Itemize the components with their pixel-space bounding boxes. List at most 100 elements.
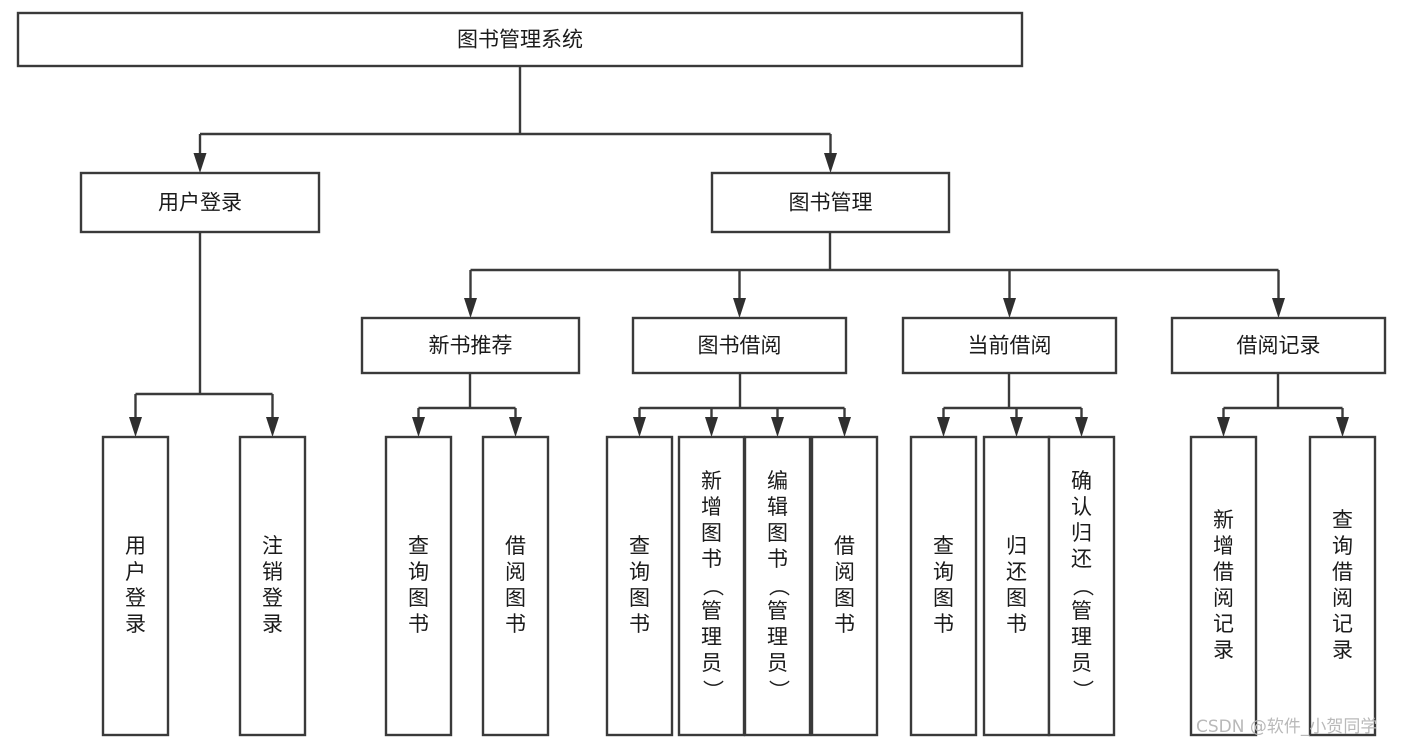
arrow-head-op-query-book-2 [633,417,646,437]
node-box-current-borrow[interactable] [901,316,1118,375]
node-op-query-book-1[interactable]: 查询图书查询图书 [384,435,453,737]
node-label-op-add-book-char-5: 管 [701,599,722,623]
connector-layer [129,66,1349,437]
node-label-op-borrow-book-1-char-3: 书 [505,612,526,636]
node-label-op-borrow-book-1-char-0: 借 [505,534,526,558]
node-label-op-add-record-char-4: 记 [1213,612,1234,636]
node-box-op-borrow-book-2[interactable] [810,435,879,737]
arrow-head-book-manage [824,153,837,173]
node-label-op-add-book-char-1: 增 [701,495,722,519]
node-box-op-confirm-return[interactable] [1047,435,1116,737]
node-label-op-edit-book-char-2: 图 [767,521,788,545]
arrow-head-book-borrow [733,298,746,318]
arrow-head-op-query-book-1 [412,417,425,437]
node-borrow-record[interactable]: 借阅记录 [1170,316,1387,375]
node-label-op-query-book-3-char-1: 询 [933,560,954,584]
node-box-op-query-book-1[interactable] [384,435,453,737]
node-label-op-add-book-char-6: 理 [701,625,722,649]
node-book-manage[interactable]: 图书管理 [710,171,951,234]
node-label-op-add-record-char-2: 借 [1213,560,1234,584]
node-label-op-borrow-book-1-char-2: 图 [505,586,526,610]
node-op-add-record[interactable]: 新增借阅记录新增借阅记录 [1189,435,1258,737]
node-label-op-user-login-char-3: 录 [125,612,146,636]
node-label-op-query-book-2-char-2: 图 [629,586,650,610]
connector-group-book-manage-children [464,232,1285,318]
arrow-head-op-add-book [705,417,718,437]
node-op-return-book[interactable]: 归还图书归还图书 [982,435,1051,737]
connector-group-current-borrow-children [937,373,1088,437]
node-label-op-query-book-1-char-3: 书 [408,612,429,636]
node-box-op-query-record[interactable] [1308,435,1377,737]
node-label-user-login: 用户登录 [158,191,242,215]
node-layer: 图书管理系统用户登录图书管理新书推荐图书借阅当前借阅借阅记录用户登录用户登录注销… [16,11,1387,737]
node-box-op-add-record[interactable] [1189,435,1258,737]
node-user-login[interactable]: 用户登录 [79,171,321,234]
node-box-borrow-record[interactable] [1170,316,1387,375]
node-box-user-login[interactable] [79,171,321,234]
node-label-op-query-record-char-0: 查 [1332,508,1353,532]
node-box-op-user-login[interactable] [101,435,170,737]
node-label-op-add-book-char-3: 书 [701,547,722,571]
node-label-op-return-book-char-2: 图 [1006,586,1027,610]
node-op-query-book-2[interactable]: 查询图书查询图书 [605,435,674,737]
connector-group-borrow-record-children [1217,373,1349,437]
arrow-head-op-add-record [1217,417,1230,437]
node-box-op-add-book[interactable] [677,435,746,737]
node-box-op-return-book[interactable] [982,435,1051,737]
arrow-head-borrow-record [1272,298,1285,318]
node-label-op-add-record-char-0: 新 [1213,508,1234,532]
node-book-borrow[interactable]: 图书借阅 [631,316,848,375]
node-label-op-query-record-char-1: 询 [1332,534,1353,558]
node-op-user-logout[interactable]: 注销登录注销登录 [238,435,307,737]
node-op-user-login[interactable]: 用户登录用户登录 [101,435,170,737]
node-box-new-book-rec[interactable] [360,316,581,375]
node-box-op-edit-book[interactable] [743,435,812,737]
node-label-op-confirm-return-char-4: （ [1071,576,1095,597]
node-label-op-edit-book-char-0: 编 [767,469,788,493]
connector-group-root-children [193,66,837,173]
node-label-op-borrow-book-1-char-1: 阅 [505,560,526,584]
node-label-root: 图书管理系统 [457,28,583,52]
arrow-head-new-book-rec [464,298,477,318]
node-box-op-user-logout[interactable] [238,435,307,737]
node-label-new-book-rec: 新书推荐 [429,334,513,358]
node-new-book-rec[interactable]: 新书推荐 [360,316,581,375]
node-label-op-confirm-return-char-1: 认 [1071,495,1092,519]
node-label-op-query-book-1-char-2: 图 [408,586,429,610]
csdn-watermark: CSDN @软件_小贺同学 [1196,717,1377,737]
node-box-root[interactable] [16,11,1024,68]
node-label-op-query-book-3-char-0: 查 [933,534,954,558]
node-label-op-add-book-char-4: （ [701,576,725,597]
node-current-borrow[interactable]: 当前借阅 [901,316,1118,375]
node-box-op-query-book-2[interactable] [605,435,674,737]
arrow-head-op-query-book-3 [937,417,950,437]
arrow-head-op-edit-book [771,417,784,437]
connector-group-user-login-children [129,232,279,437]
node-label-op-confirm-return-char-2: 归 [1071,521,1092,545]
node-box-book-borrow[interactable] [631,316,848,375]
node-label-op-add-record-char-1: 增 [1213,534,1234,558]
node-op-query-record[interactable]: 查询借阅记录查询借阅记录 [1308,435,1377,737]
node-label-op-query-record-char-4: 记 [1332,612,1353,636]
node-label-op-borrow-book-2-char-3: 书 [834,612,855,636]
arrow-head-op-confirm-return [1075,417,1088,437]
node-label-op-query-book-2-char-0: 查 [629,534,650,558]
node-op-borrow-book-2[interactable]: 借阅图书借阅图书 [810,435,879,737]
node-op-borrow-book-1[interactable]: 借阅图书借阅图书 [481,435,550,737]
arrow-head-op-query-record [1336,417,1349,437]
node-label-book-manage: 图书管理 [789,191,873,215]
node-label-op-query-book-2-char-3: 书 [629,612,650,636]
node-box-book-manage[interactable] [710,171,951,234]
node-label-op-return-book-char-3: 书 [1006,612,1027,636]
node-box-op-borrow-book-1[interactable] [481,435,550,737]
node-label-op-add-record-char-5: 录 [1213,638,1234,662]
node-op-query-book-3[interactable]: 查询图书查询图书 [909,435,978,737]
node-root[interactable]: 图书管理系统 [16,11,1024,68]
arrow-head-op-borrow-book-1 [509,417,522,437]
node-box-op-query-book-3[interactable] [909,435,978,737]
